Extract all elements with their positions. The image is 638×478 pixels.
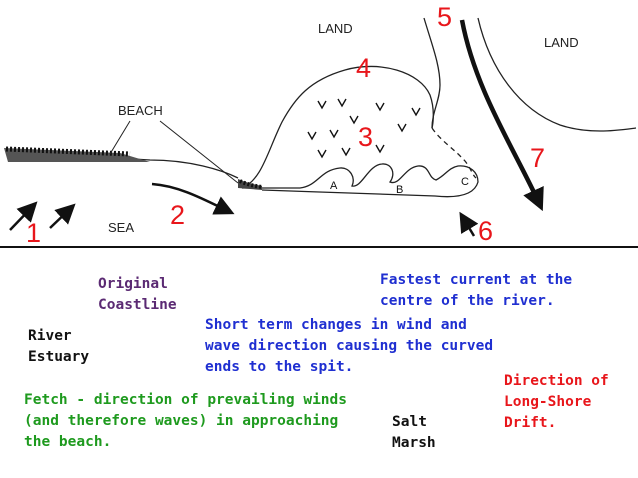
point-b: B (396, 184, 404, 196)
land-label-right: LAND (544, 35, 579, 50)
point-a: A (330, 180, 338, 192)
point-c: C (461, 176, 469, 188)
wind-arrow-1b (49, 203, 76, 229)
marker-2: 2 (170, 200, 186, 230)
beach-pointer-b (159, 120, 239, 184)
marker-1: 1 (26, 218, 42, 248)
river-current-arrow (459, 19, 544, 212)
spit-recurve-dashed (431, 127, 477, 179)
longshore-arrow (151, 182, 235, 215)
beach-label: BEACH (118, 103, 163, 118)
salt-marsh-symbols (307, 98, 421, 159)
marker-7: 7 (530, 143, 546, 173)
wind-arrow-6 (459, 211, 479, 237)
spit-diagram (0, 17, 638, 248)
land-label-left: LAND (318, 21, 353, 36)
estuary-shore (4, 148, 150, 162)
marker-6: 6 (478, 216, 494, 246)
spit-inner-shore (242, 163, 479, 198)
marker-4: 4 (356, 53, 372, 83)
marker-3: 3 (358, 122, 374, 152)
sea-label: SEA (108, 220, 135, 235)
river-bank-right (477, 17, 637, 132)
caption-fetch: Fetch - direction of prevailing winds(an… (24, 392, 348, 450)
wind-arrow-1a (9, 201, 38, 231)
beach-pointer-a (109, 120, 131, 155)
land-boundary-upper (423, 17, 441, 129)
marker-5: 5 (437, 2, 453, 32)
spit-outline (241, 65, 434, 189)
